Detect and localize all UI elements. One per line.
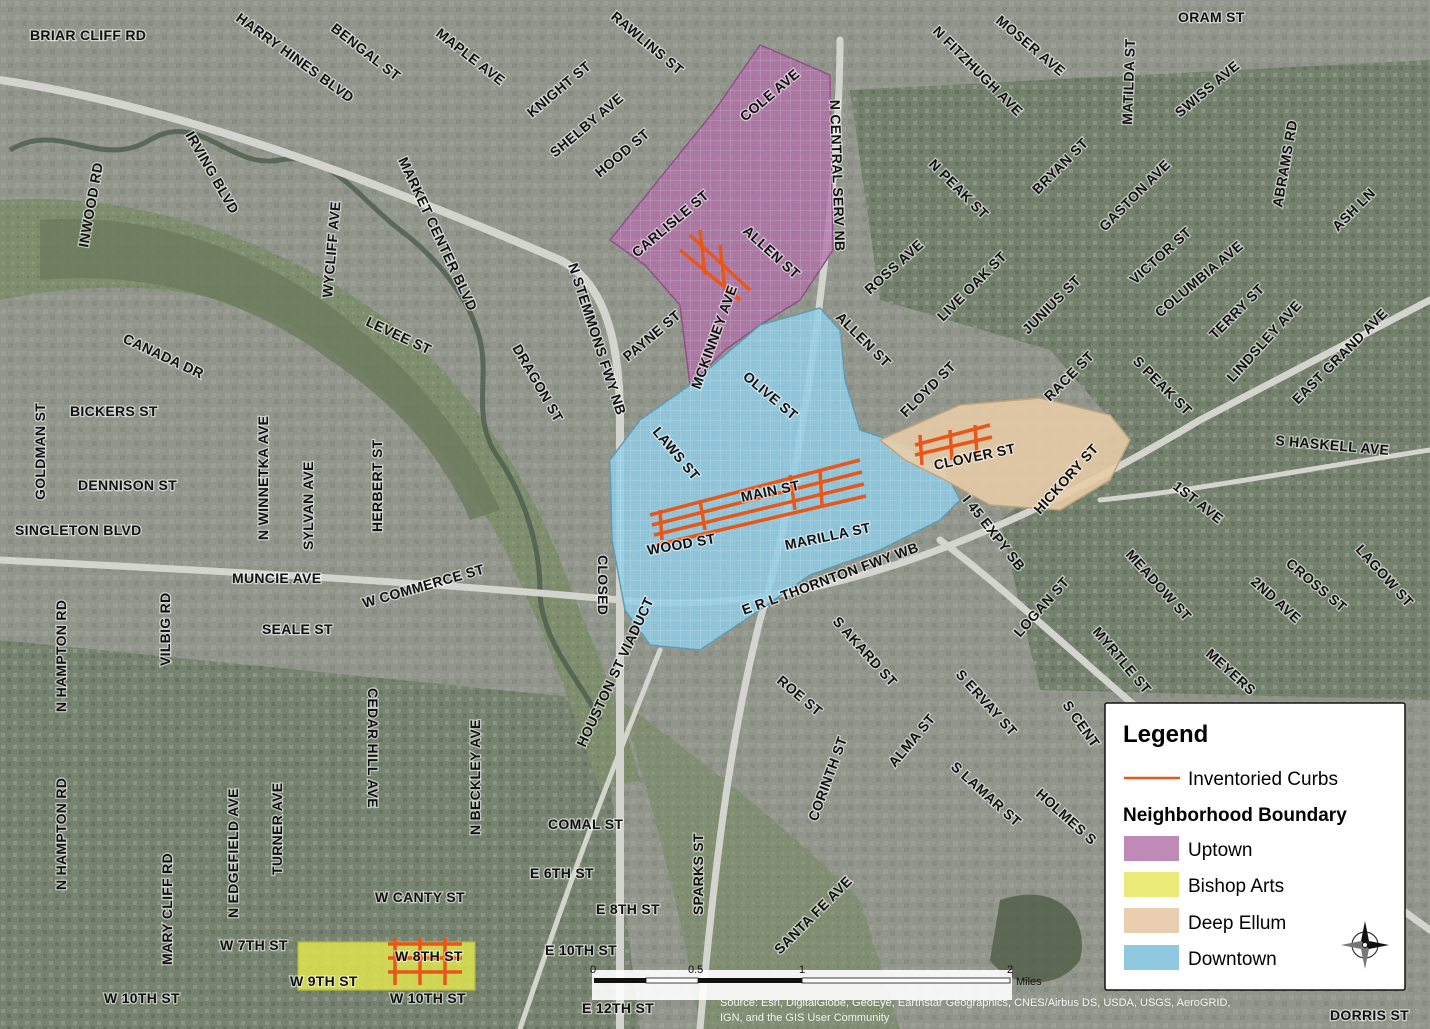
street-label-w-7th: W 7TH ST <box>220 937 288 953</box>
scale-unit: Miles <box>1016 976 1042 988</box>
legend-label-downtown: Downtown <box>1188 949 1277 970</box>
legend-swatch-downtown <box>1124 945 1179 970</box>
street-label-e-8th: E 8TH ST <box>596 901 660 917</box>
north-arrow-icon <box>1341 921 1389 969</box>
street-label-briar-cliff: BRIAR CLIFF RD <box>30 27 146 43</box>
street-label-w-8th: W 8TH ST <box>395 948 463 964</box>
street-label-n-beckley: N BECKLEY AVE <box>467 719 483 835</box>
street-label-closed: CLOSED <box>595 555 611 615</box>
street-label-sylvan: SYLVAN AVE <box>300 461 316 550</box>
street-label-matilda: MATILDA ST <box>1119 38 1138 125</box>
scale-tick-0: 0 <box>590 964 596 976</box>
street-label-turner: TURNER AVE <box>269 783 285 875</box>
street-label-oram: ORAM ST <box>1178 9 1245 25</box>
street-label-dorris: DORRIS ST <box>1330 1007 1409 1023</box>
street-label-w-10th-a: W 10TH ST <box>104 990 180 1006</box>
street-label-cedar-hill: CEDAR HILL AVE <box>365 688 381 808</box>
attribution: Source: Esri, DigitalGlobe, GeoEye, Eart… <box>720 997 1230 1024</box>
street-label-e-6th: E 6TH ST <box>530 865 594 881</box>
street-label-w-canty: W CANTY ST <box>375 889 465 905</box>
street-label-goldman: GOLDMAN ST <box>32 403 48 500</box>
scale-tick-0-5: 0.5 <box>688 964 703 976</box>
legend-box <box>1104 702 1406 991</box>
inventoried-curbs <box>388 229 993 985</box>
legend-swatch-deep-ellum <box>1124 908 1179 933</box>
scale-bar: 0 0.5 1 2 Miles <box>590 964 1042 1000</box>
legend-curbs-label: Inventoried Curbs <box>1188 769 1338 790</box>
street-label-bickers: BICKERS ST <box>70 403 158 419</box>
legend-title: Legend <box>1123 721 1208 748</box>
legend: Legend Inventoried Curbs Neighborhood Bo… <box>1104 702 1406 991</box>
street-label-sparks: SPARKS ST <box>690 833 706 915</box>
street-label-comal: COMAL ST <box>548 816 623 832</box>
legend-label-bishop-arts: Bishop Arts <box>1188 876 1284 897</box>
street-label-n-winnetka: N WINNETKA AVE <box>255 416 271 540</box>
street-label-e-12th: E 12TH ST <box>582 1000 654 1016</box>
street-label-mary-cliff: MARY CLIFF RD <box>159 853 175 965</box>
scale-tick-1: 1 <box>799 964 805 976</box>
street-label-seale: SEALE ST <box>262 621 333 637</box>
street-label-w-9th: W 9TH ST <box>290 973 358 989</box>
street-label-e-10th: E 10TH ST <box>545 942 617 958</box>
street-label-herbert: HERBERT ST <box>369 439 385 532</box>
bishop-arts-boundary[interactable] <box>297 941 476 991</box>
legend-boundary-title: Neighborhood Boundary <box>1123 805 1347 826</box>
street-label-n-hampton-2: N HAMPTON RD <box>53 778 69 890</box>
trinity-river <box>8 129 603 722</box>
legend-swatch-bishop-arts <box>1124 872 1179 897</box>
neighborhood-boundaries <box>297 44 1131 991</box>
street-label-w-10th-b: W 10TH ST <box>390 990 466 1006</box>
scale-tick-2: 2 <box>1007 964 1013 976</box>
deep-ellum-boundary[interactable] <box>878 397 1131 511</box>
legend-label-uptown: Uptown <box>1188 840 1252 861</box>
street-label-n-hampton-1: N HAMPTON RD <box>53 600 69 712</box>
street-label-n-edgefield: N EDGEFIELD AVE <box>225 788 241 918</box>
attribution-line-2: IGN, and the GIS User Community <box>720 1012 890 1024</box>
legend-label-deep-ellum: Deep Ellum <box>1188 913 1286 934</box>
attribution-line-1: Source: Esri, DigitalGlobe, GeoEye, Eart… <box>720 997 1230 1009</box>
street-label-n-central: N CENTRAL SERV NB <box>827 100 848 252</box>
street-label-singleton: SINGLETON BLVD <box>15 522 142 538</box>
street-label-dennison: DENNISON ST <box>78 477 177 493</box>
street-label-vilbig: VILBIG RD <box>157 593 173 666</box>
legend-swatch-uptown <box>1124 836 1179 861</box>
street-label-muncie: MUNCIE AVE <box>232 570 321 586</box>
